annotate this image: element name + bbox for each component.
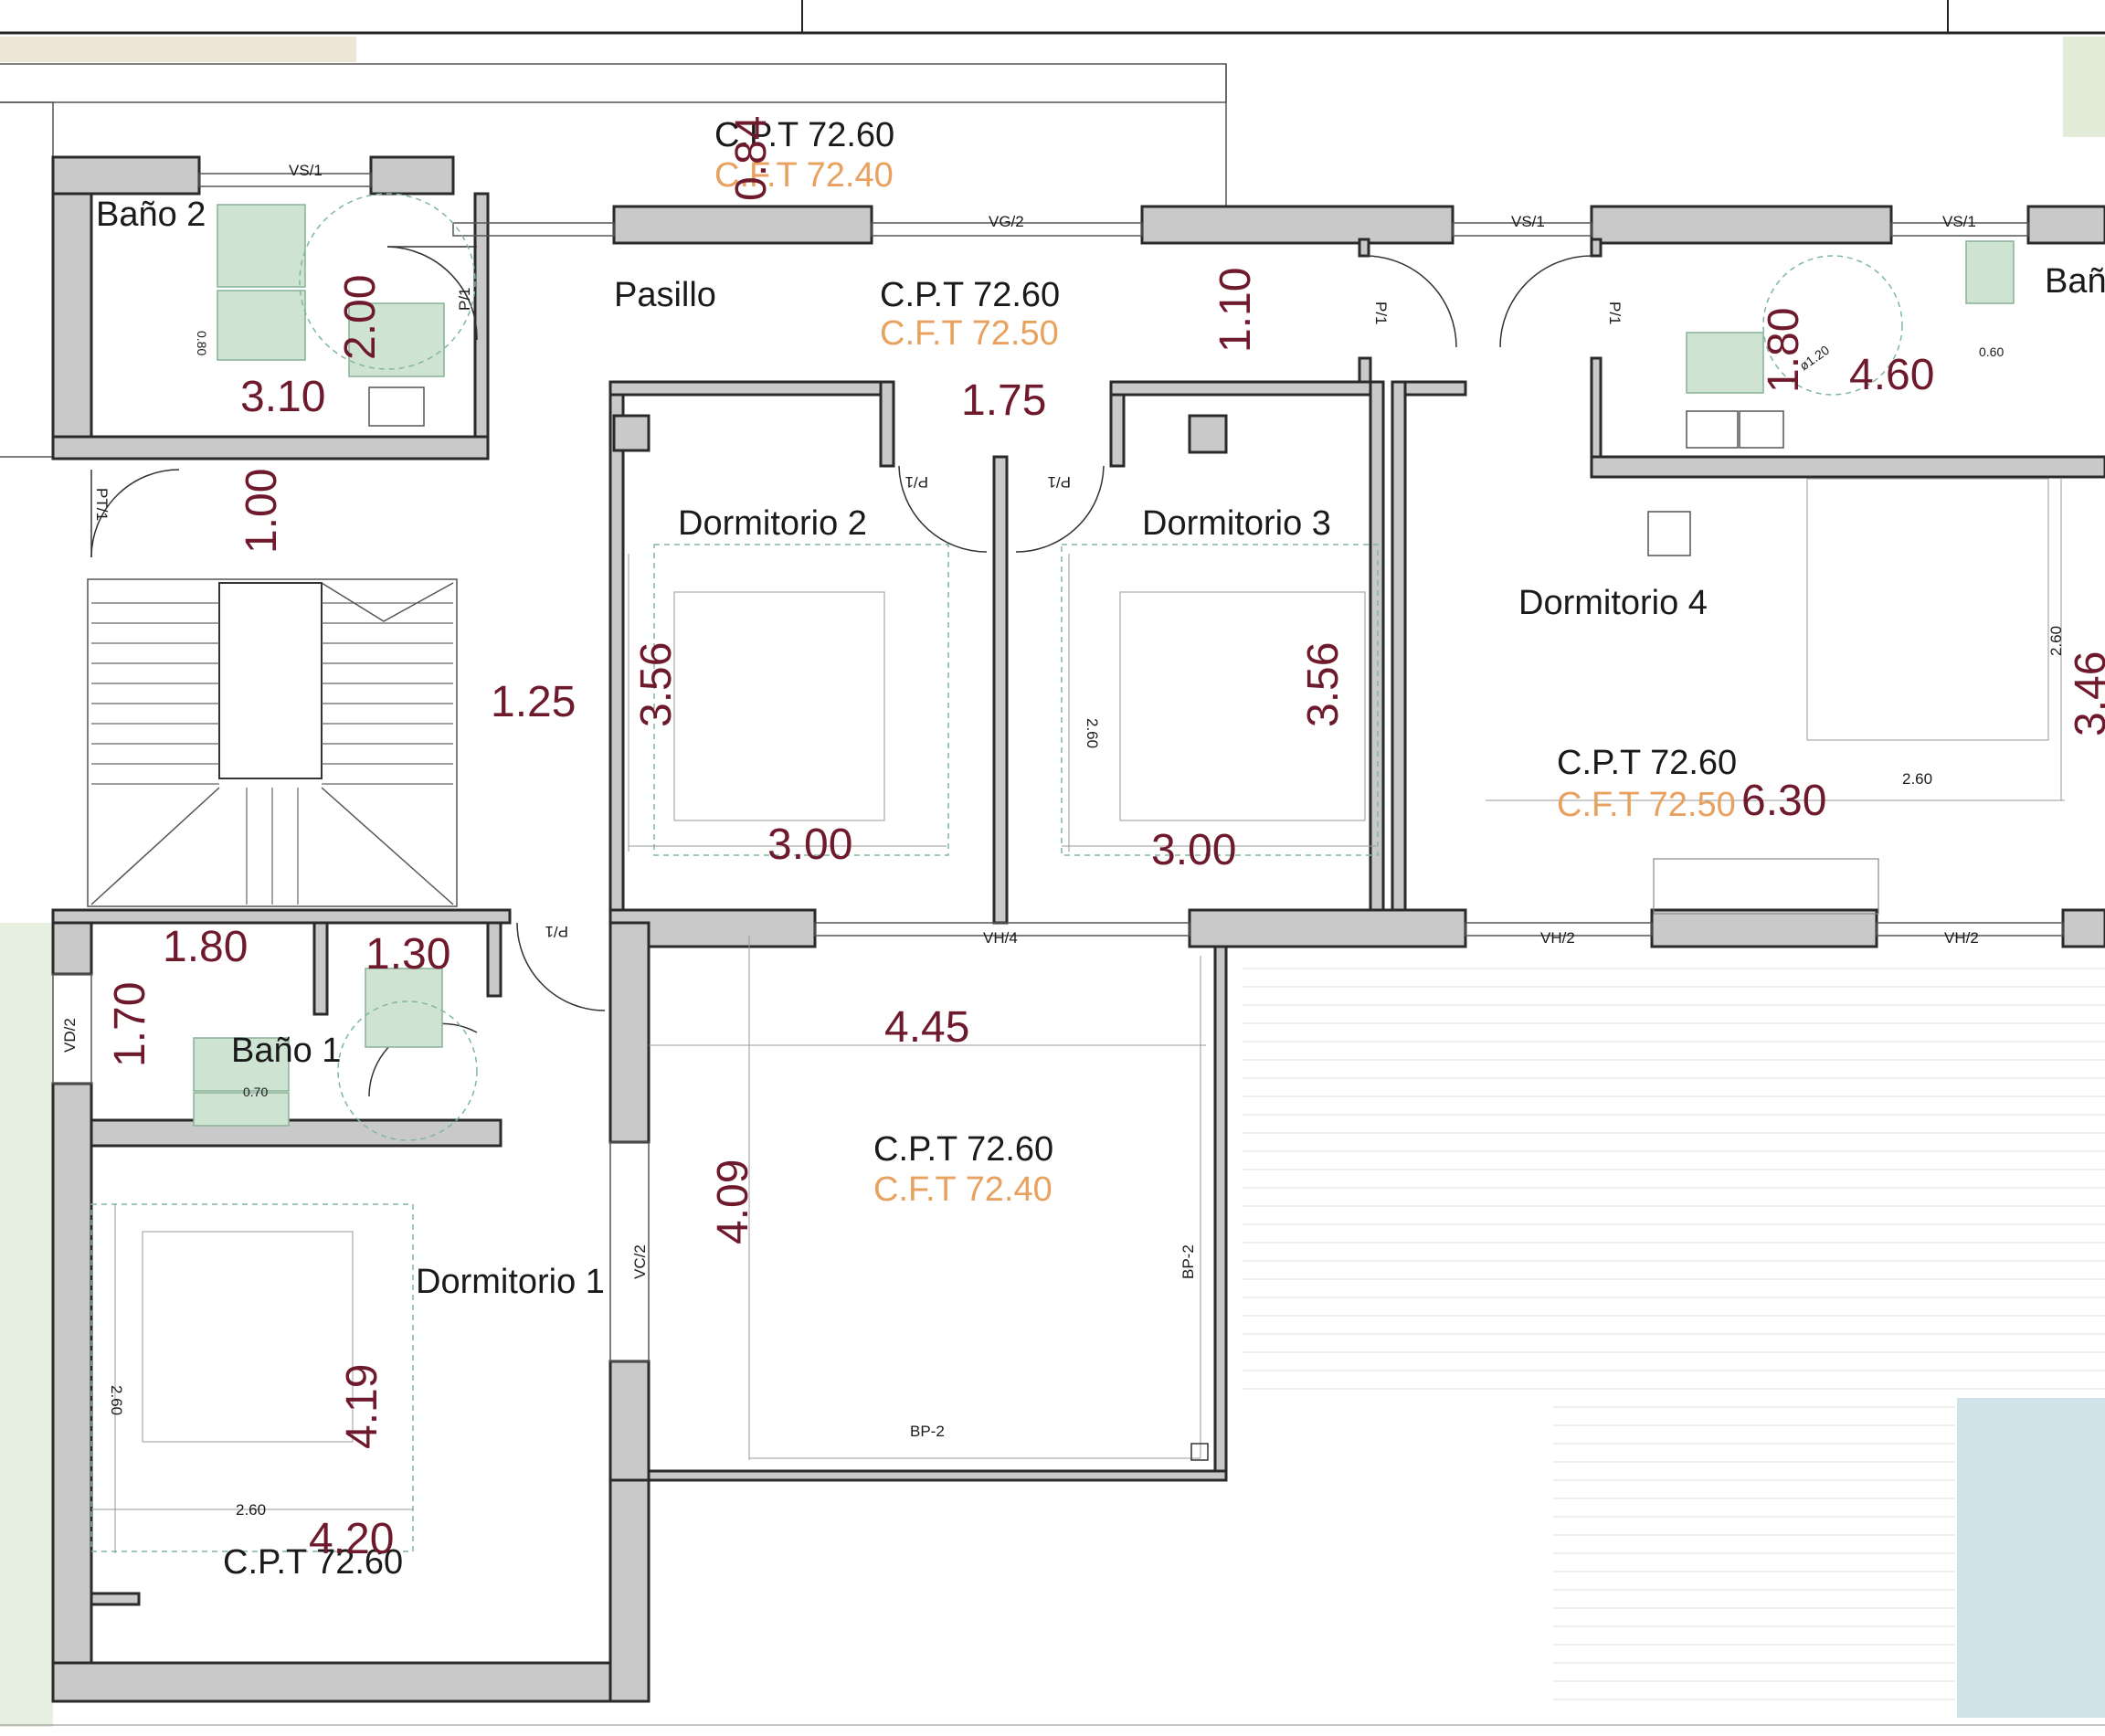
- dim-stair-125: 1.25: [491, 678, 576, 726]
- tag-vg2: VG/2: [989, 213, 1024, 230]
- tag-p1-c: P/1: [1606, 302, 1624, 325]
- level-top-cft: C.F.T 72.40: [714, 156, 894, 195]
- level-dorm4-cpt: C.P.T 72.60: [1557, 744, 1737, 782]
- tag-vh2-a: VH/2: [1540, 929, 1575, 947]
- dim-bano2-h: 2.00: [336, 275, 385, 360]
- level-pasillo-cpt: C.P.T 72.60: [880, 276, 1060, 314]
- dim-dorm3-w: 3.00: [1151, 826, 1236, 874]
- level-dorm4-cft: C.F.T 72.50: [1557, 786, 1736, 824]
- level-dorm1-cpt: C.P.T 72.60: [223, 1543, 403, 1582]
- bed-dim-d: 2.60: [236, 1501, 266, 1519]
- tag-p1-f: P/1: [545, 923, 568, 940]
- tag-p1-d: P/1: [904, 473, 928, 491]
- dim-dorm1-h: 4.19: [338, 1364, 386, 1449]
- tag-p1-a: P/1: [456, 287, 473, 311]
- top-beige-strip: [0, 37, 356, 62]
- dim-stair-100: 1.00: [238, 469, 286, 554]
- room-bano-right: Bañ: [2045, 262, 2105, 301]
- dim-pasillo-h: 1.10: [1211, 268, 1260, 353]
- fix-070: 0.70: [243, 1085, 268, 1099]
- room-dormitorio1: Dormitorio 1: [416, 1263, 605, 1301]
- room-pasillo: Pasillo: [614, 276, 716, 314]
- bed-dim-e: 2.60: [108, 1385, 125, 1415]
- level-terrace-cft: C.F.T 72.40: [873, 1170, 1052, 1209]
- walls: [51, 155, 2105, 1703]
- left-green-strip: [0, 923, 53, 1727]
- left-eave: [0, 101, 54, 458]
- tag-vh2-b: VH/2: [1944, 929, 1979, 947]
- dim-bano2-w: 3.10: [240, 373, 325, 421]
- tag-vs1-a: VS/1: [289, 162, 323, 179]
- level-terrace-cpt: C.P.T 72.60: [873, 1130, 1053, 1169]
- dim-corridor-175: 1.75: [961, 376, 1046, 425]
- bed-dim-a: 2.60: [1084, 718, 1101, 748]
- bed-dim-b: 2.60: [1902, 770, 1932, 788]
- dim-bano1-b: 1.30: [365, 930, 450, 979]
- level-pasillo-cft: C.F.T 72.50: [880, 314, 1059, 353]
- staircase: [87, 578, 458, 907]
- tag-vs1-b: VS/1: [1511, 213, 1545, 230]
- dim-dorm1-w: 4.20: [309, 1515, 394, 1563]
- tag-p1-b: P/1: [1372, 302, 1390, 325]
- tag-vd2: VD/2: [61, 1018, 79, 1053]
- dim-dorm2-h: 3.56: [632, 642, 681, 727]
- dim-dorm4-w: 6.30: [1741, 777, 1826, 825]
- dim-bano1-a: 1.80: [163, 923, 248, 971]
- tag-bp2-a: BP-2: [1179, 1244, 1197, 1279]
- window-frames: [52, 173, 2064, 1362]
- dim-dorm3-h: 3.56: [1299, 642, 1348, 727]
- terrace-deck: [1243, 968, 2105, 1700]
- level-top-cpt: C.P.T 72.60: [714, 116, 894, 154]
- pool: [1957, 1398, 2105, 1718]
- room-dormitorio3: Dormitorio 3: [1142, 504, 1331, 543]
- tag-vs1-c: VS/1: [1942, 213, 1976, 230]
- room-dormitorio2: Dormitorio 2: [678, 504, 867, 543]
- tag-bp2-b: BP-2: [910, 1423, 945, 1440]
- right-green-strip: [2063, 37, 2105, 137]
- dim-bano-r-h: 1.80: [1760, 308, 1808, 393]
- tag-vc2: VC/2: [631, 1244, 649, 1279]
- furniture: [90, 478, 2065, 1553]
- dim-bano-r-w: 4.60: [1849, 351, 1934, 399]
- fix-080: 0.80: [195, 331, 209, 355]
- dim-dorm2-w: 3.00: [767, 820, 852, 869]
- room-bano1: Baño 1: [231, 1032, 341, 1070]
- bed-dim-c: 2.60: [2047, 626, 2065, 656]
- tag-p1-e: P/1: [1047, 473, 1071, 491]
- dim-dorm4-h: 3.46: [2067, 651, 2105, 736]
- room-bano2: Baño 2: [96, 196, 206, 234]
- fix-060: 0.60: [1979, 344, 2004, 359]
- room-dormitorio4: Dormitorio 4: [1518, 584, 1708, 622]
- roof-outline: [0, 63, 1227, 103]
- dim-terrace-h: 4.09: [709, 1159, 757, 1244]
- dim-terrace-w: 4.45: [884, 1003, 969, 1052]
- dim-bano1-h: 1.70: [106, 982, 154, 1067]
- tag-vh4: VH/4: [983, 929, 1018, 947]
- sanitary: [193, 193, 2015, 1141]
- dim-top-084: 0.84: [727, 116, 776, 201]
- tag-pt1: PT/1: [93, 488, 111, 521]
